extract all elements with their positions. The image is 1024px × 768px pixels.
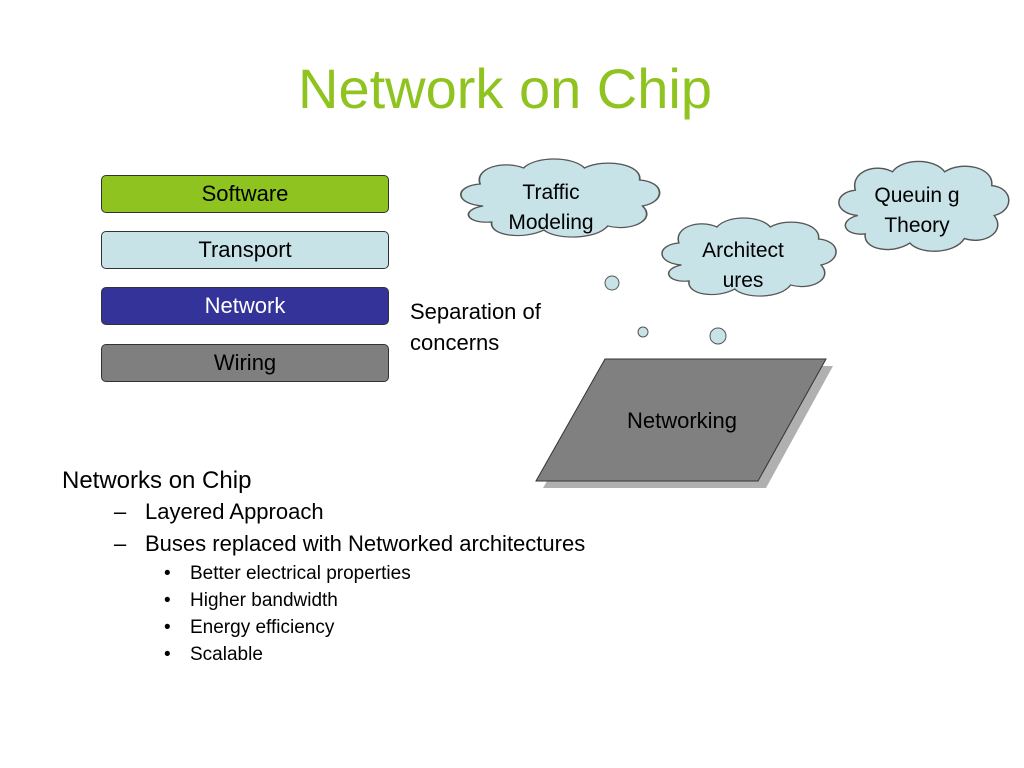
queuing-theory-label: Queuin g Theory	[874, 184, 960, 237]
traffic-modeling-label: Traffic Modeling	[508, 181, 594, 234]
separation-of-concerns-label: Separation of concerns	[410, 299, 541, 355]
bullet-list: Networks on Chip –Layered Approach –Buse…	[62, 466, 585, 668]
sub-sub-bullet: •Higher bandwidth	[164, 590, 338, 611]
networking-label: Networking	[626, 408, 738, 433]
architectures-label: Architect ures	[702, 239, 784, 292]
sub-bullet: –Layered Approach	[114, 499, 324, 524]
layer-software: Software	[101, 175, 389, 213]
bullet-heading: Networks on Chip	[62, 467, 252, 494]
sub-sub-bullet: •Scalable	[164, 644, 263, 665]
slide-title: Network on Chip	[298, 57, 712, 120]
sub-sub-bullet: •Better electrical properties	[164, 563, 411, 584]
layer-transport: Transport	[101, 231, 389, 269]
thought-bubble-2	[637, 326, 649, 338]
thought-bubble-1	[604, 275, 620, 291]
layer-network: Network	[101, 287, 389, 325]
sub-sub-bullet: •Energy efficiency	[164, 617, 335, 638]
sub-bullet: –Buses replaced with Networked architect…	[114, 531, 586, 556]
thought-bubble-3	[709, 327, 727, 345]
layer-wiring: Wiring	[101, 344, 389, 382]
networking-parallelogram	[535, 358, 827, 482]
